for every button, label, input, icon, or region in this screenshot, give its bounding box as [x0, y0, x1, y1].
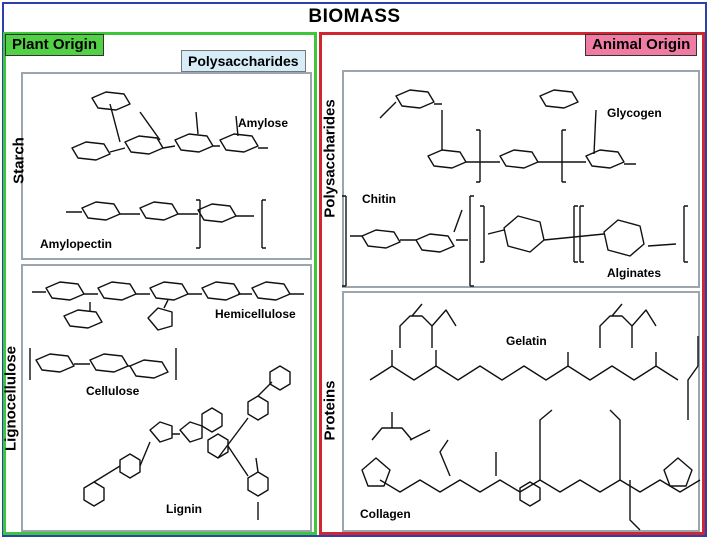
collagen-label: Collagen [360, 507, 411, 521]
hemicellulose-structure [32, 281, 304, 331]
lignin-structure [83, 365, 291, 520]
alginates-label: Alginates [607, 266, 662, 280]
gelatin-structure [369, 303, 679, 381]
lignocellulose-box [21, 264, 312, 532]
animal-origin-panel [319, 32, 705, 535]
collagen-structure [361, 336, 701, 531]
glycogen-structure [379, 89, 636, 183]
proteins-box [342, 291, 700, 532]
lignin-label: Lignin [166, 502, 202, 516]
plant-origin-header: Plant Origin [5, 34, 105, 56]
amylopectin-label: Amylopectin [40, 237, 113, 251]
hemicellulose-label: Hemicellulose [215, 307, 296, 321]
starch-box [21, 72, 312, 260]
amylopectin-structure [66, 199, 266, 249]
plant-polysaccharides-tag: Polysaccharides [181, 50, 306, 72]
amylose-structure [71, 91, 268, 161]
glycogen-label: Glycogen [607, 106, 662, 120]
page-title: BIOMASS [308, 6, 401, 27]
chitin-structure [342, 195, 474, 287]
alginates-structure [480, 205, 688, 263]
chitin-label: Chitin [362, 192, 396, 206]
gelatin-label: Gelatin [506, 334, 547, 348]
animal-polysaccharides-box [342, 70, 700, 288]
plant-origin-panel [3, 32, 317, 535]
cellulose-structure [29, 348, 177, 380]
amylose-label: Amylose [238, 116, 289, 130]
cellulose-label: Cellulose [86, 384, 140, 398]
animal-origin-header: Animal Origin [585, 34, 698, 56]
